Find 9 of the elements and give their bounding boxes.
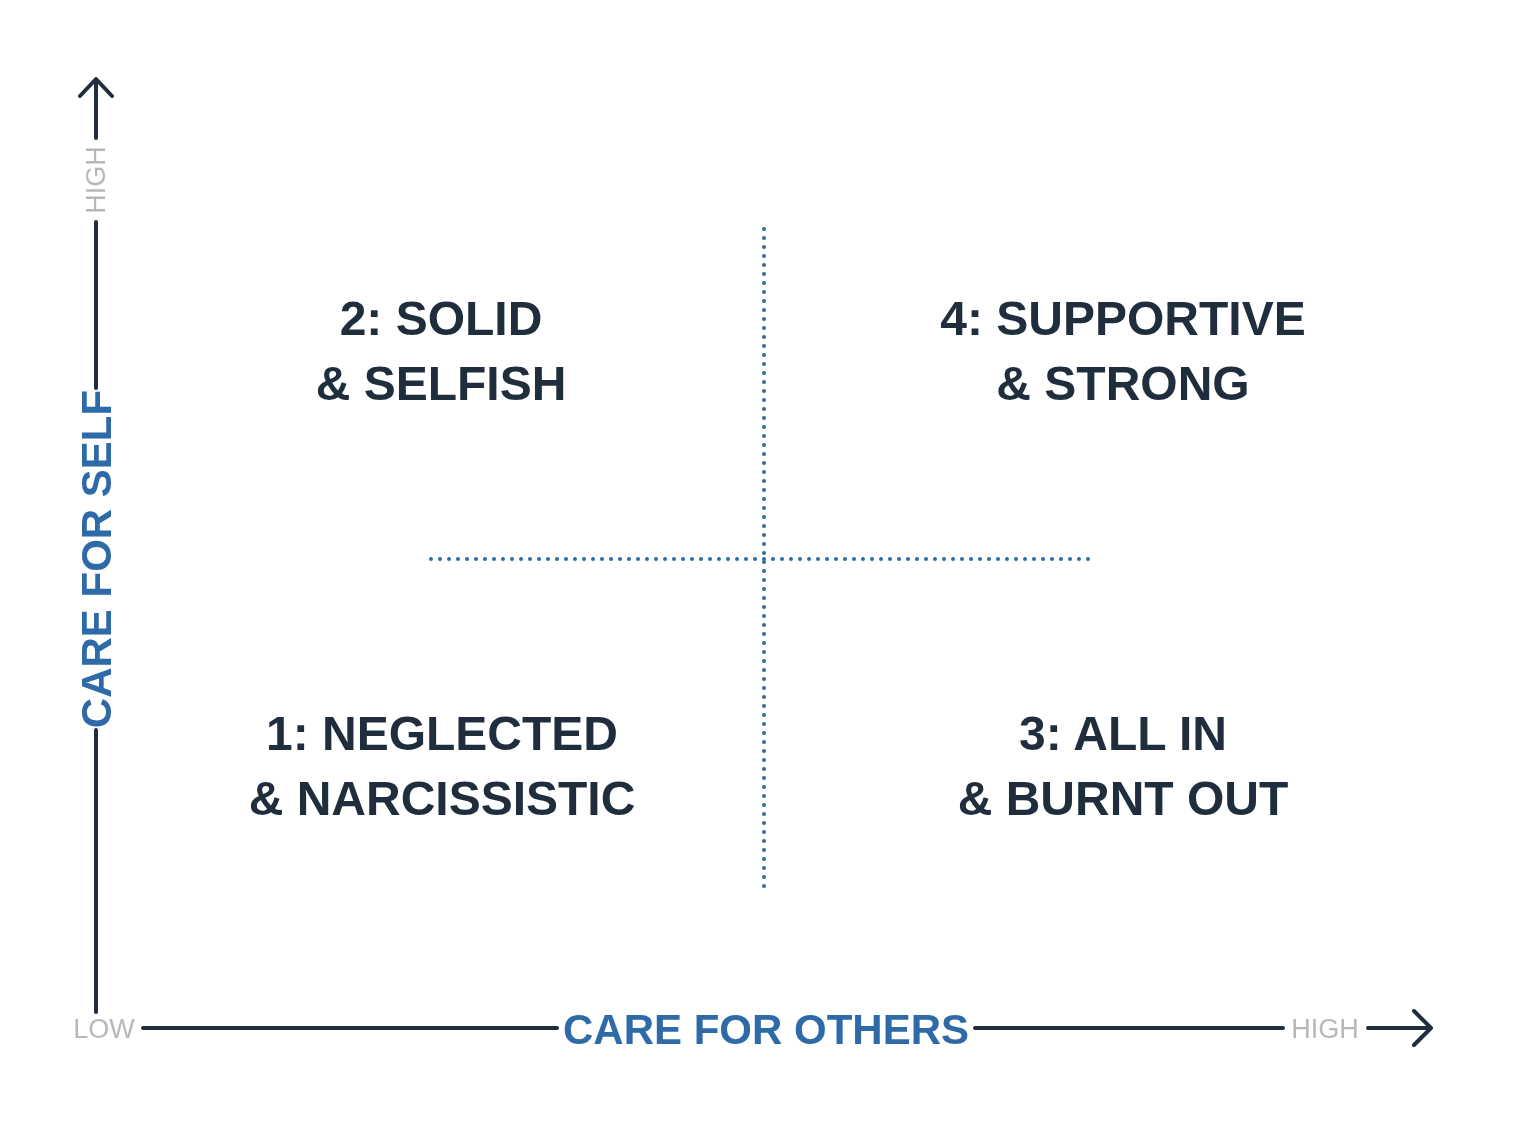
axis-end-label: HIGH xyxy=(1291,1012,1359,1046)
axis-end-label: LOW xyxy=(73,1012,135,1046)
quadrant-label: 4: SUPPORTIVE & STRONG xyxy=(940,291,1306,412)
axis-title: CARE FOR SELF xyxy=(71,389,121,729)
quadrant-label: 1: NEGLECTED & NARCISSISTIC xyxy=(248,706,636,827)
quadrant-label: 2: SOLID & SELFISH xyxy=(315,291,567,412)
axis-title: CARE FOR OTHERS xyxy=(563,1004,969,1055)
axis-end-label: HIGH xyxy=(79,146,112,214)
quadrant-label: 3: ALL IN & BURNT OUT xyxy=(957,706,1289,827)
